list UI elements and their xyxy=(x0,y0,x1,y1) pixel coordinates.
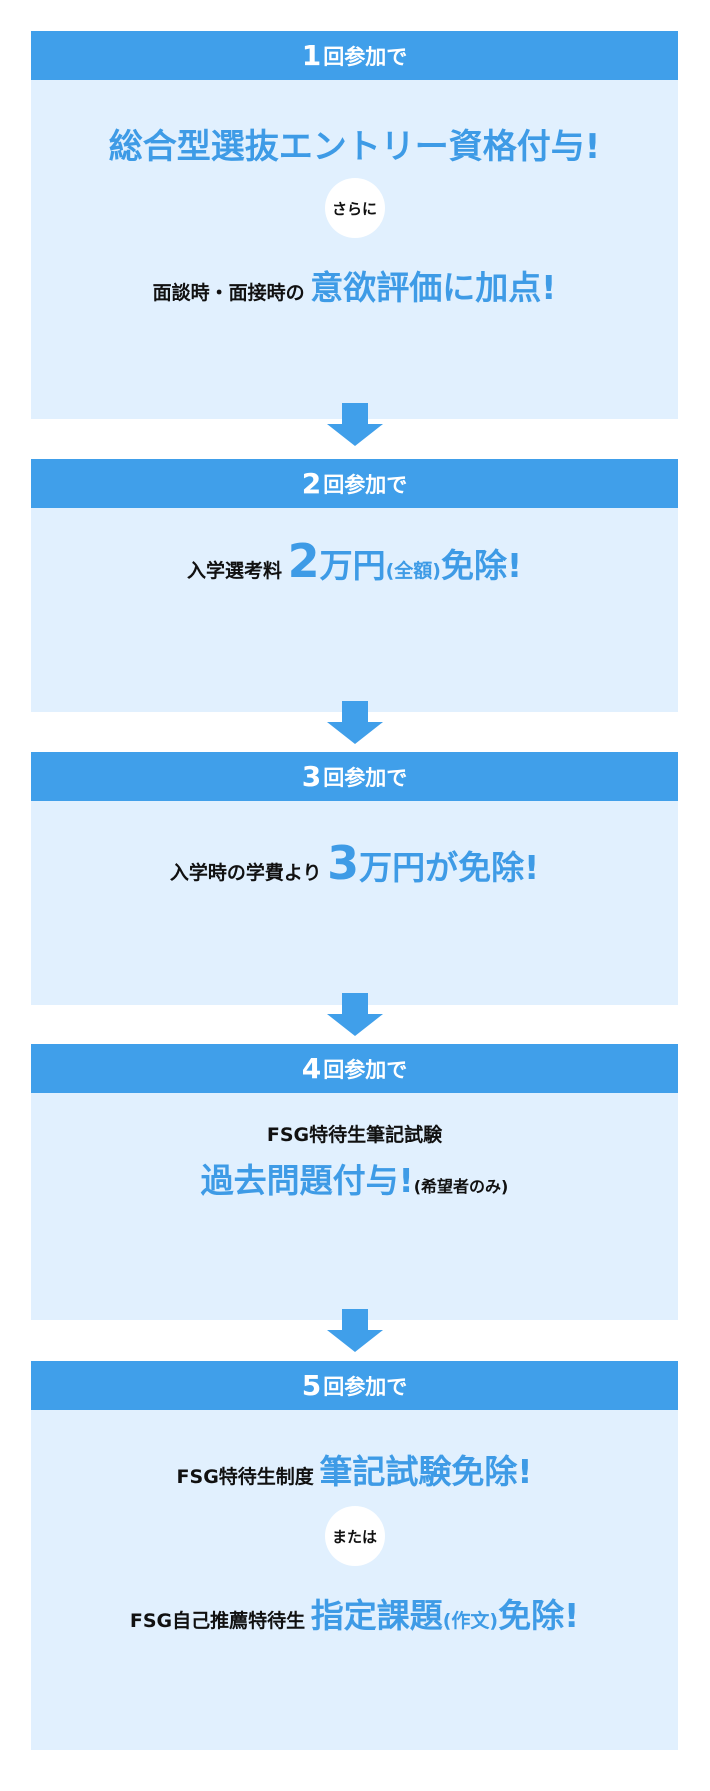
step-count: 1 xyxy=(301,39,322,72)
step-label: 回参加で xyxy=(323,765,408,790)
step-label: 回参加で xyxy=(323,44,408,69)
arrow-down-icon xyxy=(327,701,383,744)
benefit-line: 過去問題付与!(希望者のみ) xyxy=(31,1154,678,1202)
arrow-down-icon xyxy=(327,403,383,446)
benefit-amount: 3 xyxy=(327,836,360,890)
step-label: 回参加で xyxy=(323,472,408,497)
benefit-prefix: 入学時の学費より xyxy=(169,862,322,884)
benefit-highlight: 万円が免除! xyxy=(359,848,540,887)
benefit-highlight: 意欲評価に加点! xyxy=(310,268,557,307)
benefit-amount: 2 xyxy=(287,534,320,588)
benefit-tail: 免除! xyxy=(498,1596,580,1635)
benefit-tail: 免除! xyxy=(440,546,523,585)
benefit-prefix: 入学選考料 xyxy=(186,560,282,582)
benefit-note: (全額) xyxy=(385,560,441,582)
benefit-prefix: FSG特待生制度 xyxy=(176,1466,314,1488)
benefit-highlight: 指定課題 xyxy=(310,1596,443,1635)
benefit-highlight: 万円 xyxy=(319,546,386,585)
step-label: 回参加で xyxy=(323,1374,408,1399)
benefit-line-2: FSG自己推薦特待生 指定課題(作文)免除! xyxy=(31,1589,678,1637)
benefit-prefix: 面談時・面接時の xyxy=(152,282,305,304)
benefit-line: 入学選考料 2万円(全額)免除! xyxy=(31,534,678,588)
step-count: 2 xyxy=(301,467,322,500)
step-label: 回参加で xyxy=(323,1057,408,1082)
benefit-prefix: FSG自己推薦特待生 xyxy=(129,1610,306,1632)
benefit-subject: FSG特待生筆記試験 xyxy=(266,1124,443,1146)
step-count: 5 xyxy=(301,1369,322,1402)
benefit-line-1: FSG特待生制度 筆記試験免除! xyxy=(31,1445,678,1493)
benefit-headline: 総合型選抜エントリー資格付与! xyxy=(108,127,601,167)
benefit-line: 入学時の学費より 3万円が免除! xyxy=(31,836,678,890)
arrow-down-icon xyxy=(327,1309,383,1352)
benefit-highlight: 過去問題付与! xyxy=(200,1161,414,1200)
connector-badge: または xyxy=(324,1506,385,1566)
benefit-note: (作文) xyxy=(442,1610,499,1632)
benefit-highlight: 筆記試験免除! xyxy=(319,1452,533,1491)
step-count: 4 xyxy=(301,1052,322,1085)
benefit-line: 面談時・面接時の 意欲評価に加点! xyxy=(31,261,678,309)
step-count: 3 xyxy=(301,760,322,793)
arrow-down-icon xyxy=(327,993,383,1036)
benefit-note: (希望者のみ) xyxy=(413,1177,509,1196)
connector-badge: さらに xyxy=(324,178,385,238)
